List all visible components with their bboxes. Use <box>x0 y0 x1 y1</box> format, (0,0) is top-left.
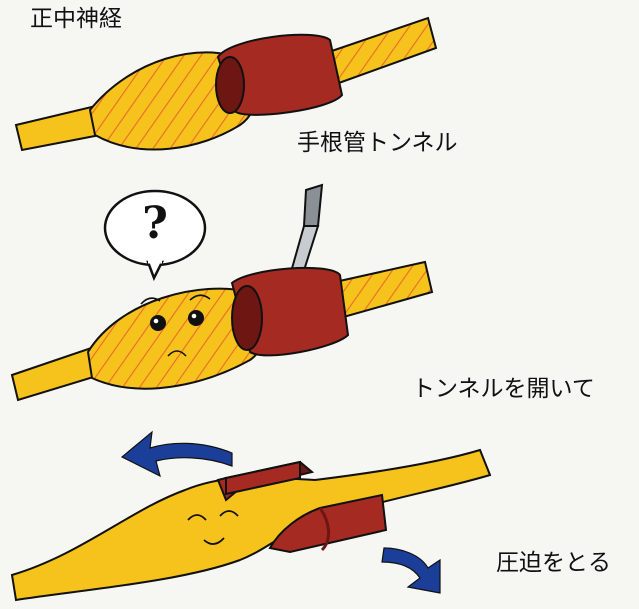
relaxed-face <box>187 510 239 545</box>
tunnel-half-bottom <box>268 493 388 554</box>
nerve-long <box>10 448 492 602</box>
label-median-nerve: 正中神経 <box>30 6 122 32</box>
thought-bubble <box>103 189 207 282</box>
question-mark: ? <box>142 198 168 249</box>
label-carpal-tunnel: 手根管トンネル <box>297 130 458 156</box>
panel-3-released-nerve <box>10 430 492 602</box>
label-release-pressure: 圧迫をとる <box>496 550 611 576</box>
panel-1-normal-nerve <box>14 16 438 152</box>
nerve-face-confused <box>140 294 211 357</box>
arrow-left <box>120 430 233 478</box>
label-open-tunnel: トンネルを開いて <box>412 376 595 402</box>
carpal-tunnel-ring <box>215 33 344 116</box>
arrow-down-right <box>381 547 441 594</box>
carpal-tunnel-ring-2 <box>230 266 350 357</box>
tunnel-half-top <box>216 460 315 502</box>
panel-2-compressed-nerve <box>10 183 434 402</box>
nerve-thin-left-2 <box>10 343 101 402</box>
nerve-right-segment-2 <box>333 260 434 320</box>
nerve-thin-left <box>14 103 101 152</box>
